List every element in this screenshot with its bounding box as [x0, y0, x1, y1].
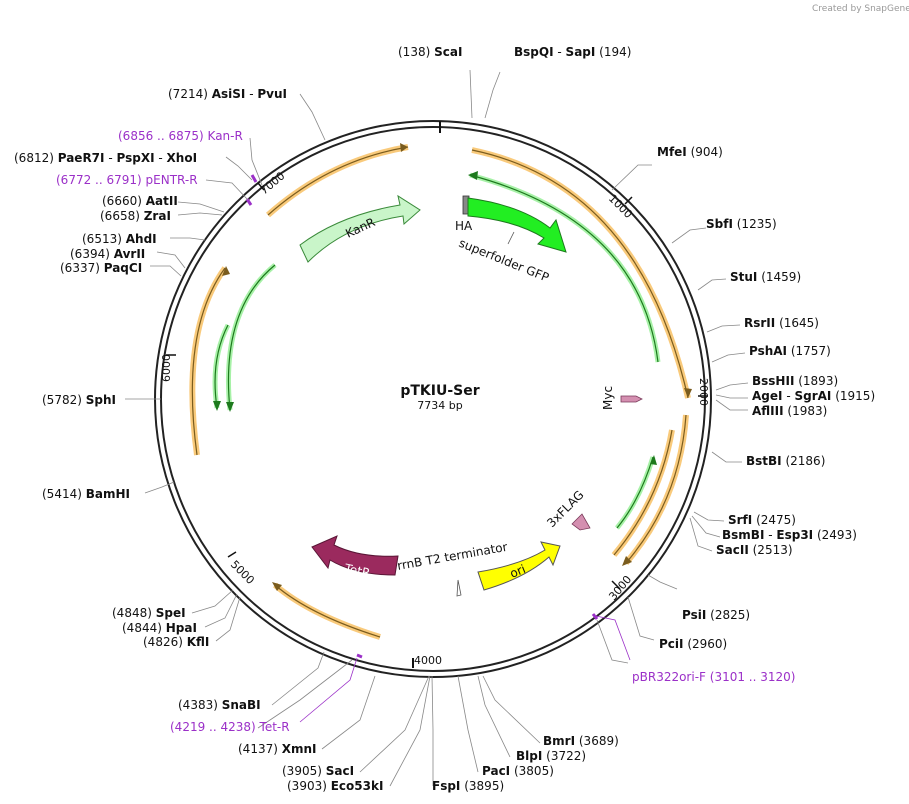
site-psii: PsiI (2825) [682, 608, 750, 622]
sfgfp-label: superfolder GFP [457, 236, 551, 285]
site-rsrii: RsrII (1645) [744, 316, 819, 330]
primer-pbr322ori-f: pBR322ori-F (3101 .. 3120) [632, 670, 795, 684]
site-eco53ki: (3903) Eco53kI [287, 779, 383, 793]
tick-7000 [257, 182, 265, 191]
kanr-arrow [299, 194, 421, 263]
flag-tag [571, 513, 591, 531]
site-paci: PacI (3805) [482, 764, 554, 778]
tick-label-1000: 1000 [606, 192, 635, 221]
site-bsmbi-esp3i: BsmBI - Esp3I (2493) [722, 528, 857, 542]
orf-arcs [189, 143, 692, 640]
site-bstbi: BstBI (2186) [746, 454, 825, 468]
site-fspi: FspI (3895) [432, 779, 504, 793]
orf-arc-kan [266, 144, 409, 218]
green-arcs [212, 171, 661, 530]
primer-labels: (6856 .. 6875) Kan-R (6772 .. 6791) pENT… [56, 129, 795, 734]
site-kfli: (4826) KflI [143, 635, 209, 649]
site-afliii: AflIII (1983) [752, 404, 827, 418]
primer-pentr-r: (6772 .. 6791) pENTR-R [56, 173, 198, 187]
site-sbfi: SbfI (1235) [706, 217, 777, 231]
tick-label-7000: 7000 [258, 169, 288, 197]
tetr-arrow [311, 535, 399, 576]
site-srfi: SrfI (2475) [728, 513, 796, 527]
site-scai: (138) ScaI [398, 45, 462, 59]
site-labels: (138) ScaI BspQI - SapI (194) MfeI (904)… [14, 45, 875, 793]
site-aatii: (6660) AatII [102, 194, 178, 208]
tick-3000 [611, 580, 621, 590]
site-bspqi-sapi: BspQI - SapI (194) [514, 45, 631, 59]
site-stui: StuI (1459) [730, 270, 801, 284]
primer-marks [245, 174, 599, 659]
sfgfp-arrow [467, 197, 567, 253]
site-saci: (3905) SacI [282, 764, 354, 778]
orf-arc-tet [273, 582, 381, 640]
tick-label-2000: 2000 [697, 378, 710, 406]
site-bsshii: BssHII (1893) [752, 374, 838, 388]
site-sphi: (5782) SphI [42, 393, 116, 407]
tick-label-6000: 6000 [160, 354, 173, 382]
site-blpi: BlpI (3722) [516, 749, 586, 763]
site-bmri: BmrI (3689) [543, 734, 619, 748]
tick-1000 [624, 196, 633, 205]
site-zrai: (6658) ZraI [100, 209, 171, 223]
tick-label-4000: 4000 [414, 654, 442, 667]
site-mfei: MfeI (904) [657, 145, 723, 159]
site-spei: (4848) SpeI [112, 606, 186, 620]
site-paqci: (6337) PaqCI [60, 261, 142, 275]
site-snabi: (4383) SnaBI [178, 698, 261, 712]
plasmid-name: pTKIU-Ser [400, 383, 479, 399]
snapgene-credit: Created by SnapGene [812, 4, 909, 14]
tick-label-3000: 3000 [606, 573, 634, 603]
site-sacii: SacII (2513) [716, 543, 793, 557]
site-hpai: (4844) HpaI [122, 621, 197, 635]
site-ahdi: (6513) AhdI [82, 232, 157, 246]
site-agei-sgrai: AgeI - SgrAI (1915) [752, 389, 875, 403]
site-xmni: (4137) XmnI [238, 742, 317, 756]
primer-mark-kanr [250, 174, 258, 183]
site-pcii: PciI (2960) [659, 637, 727, 651]
leader-lines [125, 69, 749, 787]
myc-label: Myc [601, 386, 615, 410]
ori-arrow [477, 541, 561, 591]
primer-mark-tetr [356, 653, 363, 659]
site-bamhi: (5414) BamHI [42, 487, 130, 501]
site-asisi-pvui: (7214) AsiSI - PvuI [168, 87, 287, 101]
terminator-mark [456, 579, 462, 597]
plasmid-length: 7734 bp [417, 399, 462, 412]
site-avrii: (6394) AvrII [70, 247, 145, 261]
tetr-label: TetR [342, 561, 371, 580]
myc-tag [620, 395, 643, 403]
site-pshai: PshAI (1757) [749, 344, 831, 358]
ha-label: HA [455, 219, 473, 233]
primer-mark-pbr322 [591, 613, 599, 620]
rrnb-label: rrnB T2 terminator [396, 540, 508, 573]
site-paer7i-pspxi-xhoi: (6812) PaeR7I - PspXI - XhoI [14, 151, 197, 165]
primer-tet-r: (4219 .. 4238) Tet-R [170, 720, 290, 734]
primer-kanr: (6856 .. 6875) Kan-R [118, 129, 243, 143]
tick-5000 [227, 551, 237, 558]
ori-label: ori [508, 562, 528, 581]
